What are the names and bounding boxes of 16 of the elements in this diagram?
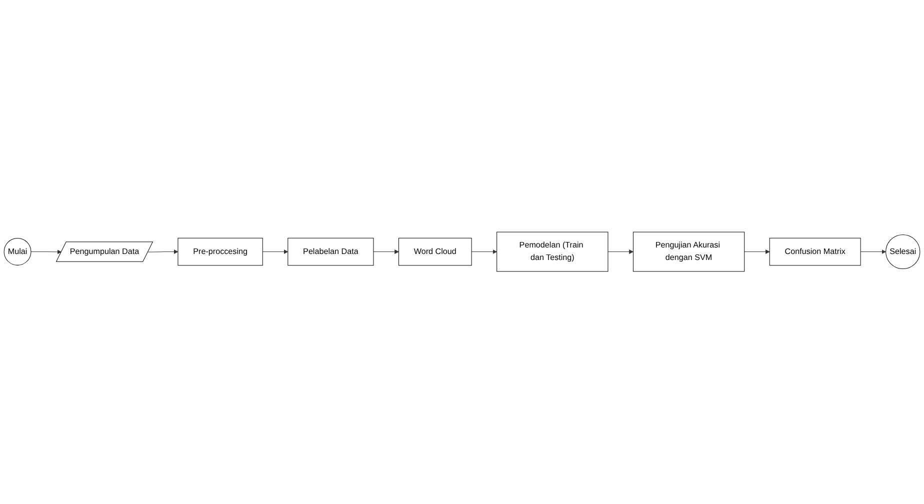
node-circle: Mulai [4, 238, 32, 266]
node-box: Pelabelan Data [288, 238, 374, 266]
arrow [860, 250, 886, 254]
arrow [373, 250, 399, 254]
arrow [148, 250, 178, 254]
node-box: Pre-proccesing [178, 238, 263, 266]
arrow [608, 250, 634, 254]
arrow [744, 250, 770, 254]
node-circle: Selesai [886, 234, 920, 270]
arrow [471, 250, 498, 254]
node-box: Pengujian Akurasi dengan SVM [632, 232, 745, 272]
node-box: Pemodelan (Train dan Testing) [496, 232, 608, 272]
node-box: Confusion Matrix [769, 238, 861, 266]
node-box: Word Cloud [398, 238, 472, 266]
arrow [262, 250, 288, 254]
arrow [30, 250, 62, 254]
